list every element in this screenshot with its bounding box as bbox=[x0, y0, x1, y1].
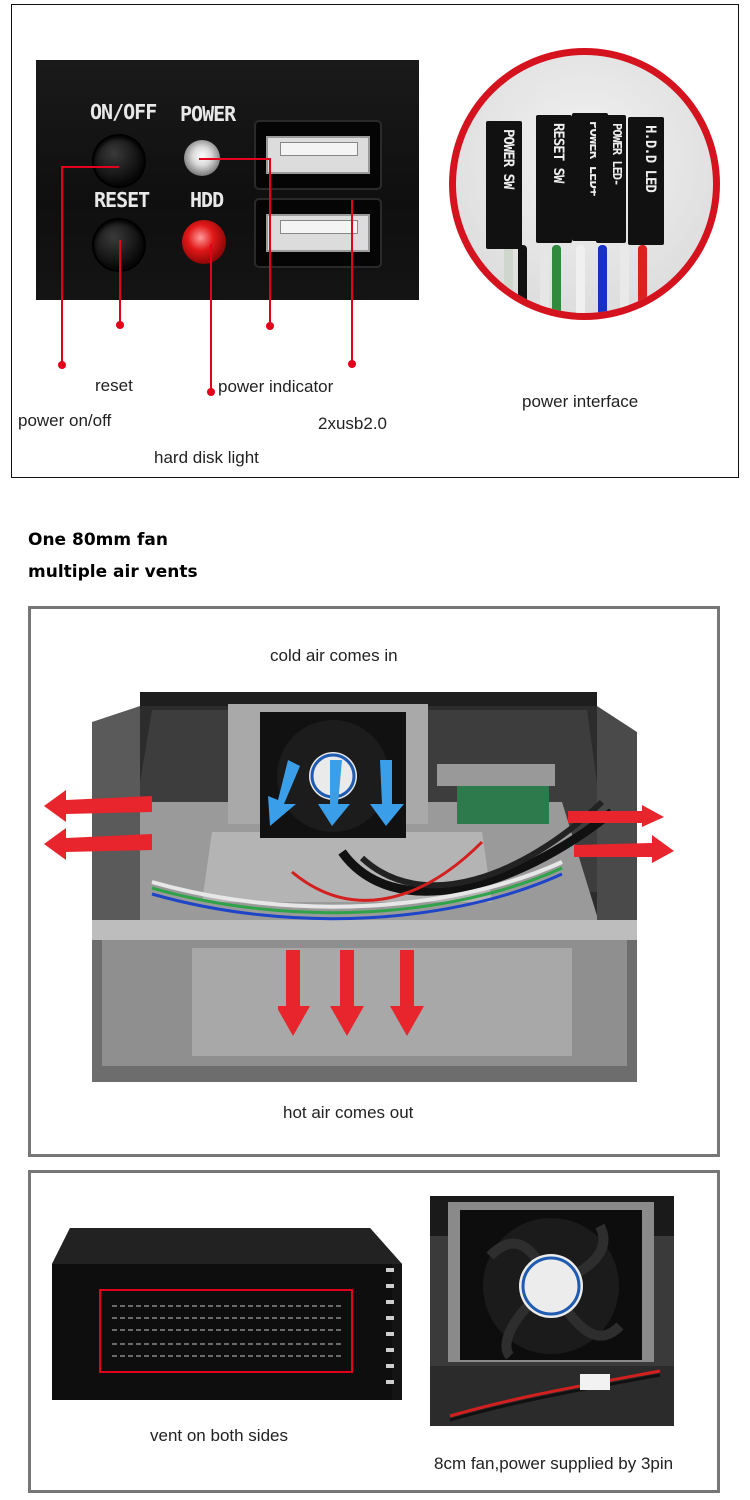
callout-dot bbox=[348, 360, 356, 368]
fan-photo bbox=[430, 1196, 674, 1426]
callout-line bbox=[199, 158, 271, 160]
panel-label-hdd: HDD bbox=[190, 188, 224, 212]
case-side-photo bbox=[52, 1228, 402, 1400]
panel-label-power: POWER bbox=[180, 102, 236, 126]
callout-line bbox=[269, 158, 271, 326]
callout-line bbox=[61, 166, 63, 364]
callout-dot bbox=[58, 361, 66, 369]
callout-dot bbox=[207, 388, 215, 396]
callout-power-on-off: power on/off bbox=[18, 411, 112, 430]
caption-vent-both-sides: vent on both sides bbox=[150, 1426, 288, 1445]
hot-air-arrows-left bbox=[44, 790, 152, 860]
vent-fan-section bbox=[28, 1170, 720, 1493]
usb-port-icon bbox=[256, 200, 380, 266]
callout-reset: reset bbox=[95, 376, 133, 395]
connector-hdd-led: H.D.D LED bbox=[628, 117, 664, 245]
hot-air-arrows-down bbox=[278, 950, 424, 1036]
hdd-led-icon bbox=[182, 220, 226, 264]
caption-hot-air: hot air comes out bbox=[283, 1103, 414, 1122]
heading-line-1: One 80mm fan bbox=[28, 530, 168, 550]
caption-cold-air: cold air comes in bbox=[270, 646, 398, 665]
callout-line bbox=[210, 244, 212, 390]
caption-fan-3pin: 8cm fan,power supplied by 3pin bbox=[434, 1454, 674, 1473]
callout-power-indicator: power indicator bbox=[218, 377, 334, 396]
chassis-interior-photo bbox=[92, 692, 637, 1082]
panel-label-on-off: ON/OFF bbox=[90, 100, 157, 124]
usb-port-icon bbox=[256, 122, 380, 188]
callout-dot bbox=[116, 321, 124, 329]
power-interface-circle: POWER SW RESET SW POWER LED+ POWER LED- … bbox=[449, 48, 720, 320]
panel-label-reset: RESET bbox=[94, 188, 150, 212]
callout-line bbox=[351, 200, 353, 364]
callout-power-interface: power interface bbox=[522, 392, 639, 411]
airflow-section bbox=[28, 606, 720, 1157]
hot-air-arrows-right bbox=[568, 805, 674, 863]
front-panel-section bbox=[11, 4, 739, 478]
heading-line-2: multiple air vents bbox=[28, 562, 198, 582]
connector-reset-sw: RESET SW bbox=[536, 115, 572, 243]
callout-dot bbox=[266, 322, 274, 330]
connector-power-sw: POWER SW bbox=[486, 121, 522, 249]
front-panel-photo: ON/OFF POWER RESET HDD bbox=[36, 60, 419, 300]
callout-line bbox=[61, 166, 119, 168]
callout-hard-disk-light: hard disk light bbox=[154, 448, 259, 467]
connector-power-led-minus: POWER LED- bbox=[596, 115, 626, 243]
callout-line bbox=[119, 240, 121, 324]
on-off-button bbox=[94, 136, 144, 186]
callout-usb: 2xusb2.0 bbox=[318, 414, 387, 433]
cold-air-arrows bbox=[268, 760, 404, 826]
